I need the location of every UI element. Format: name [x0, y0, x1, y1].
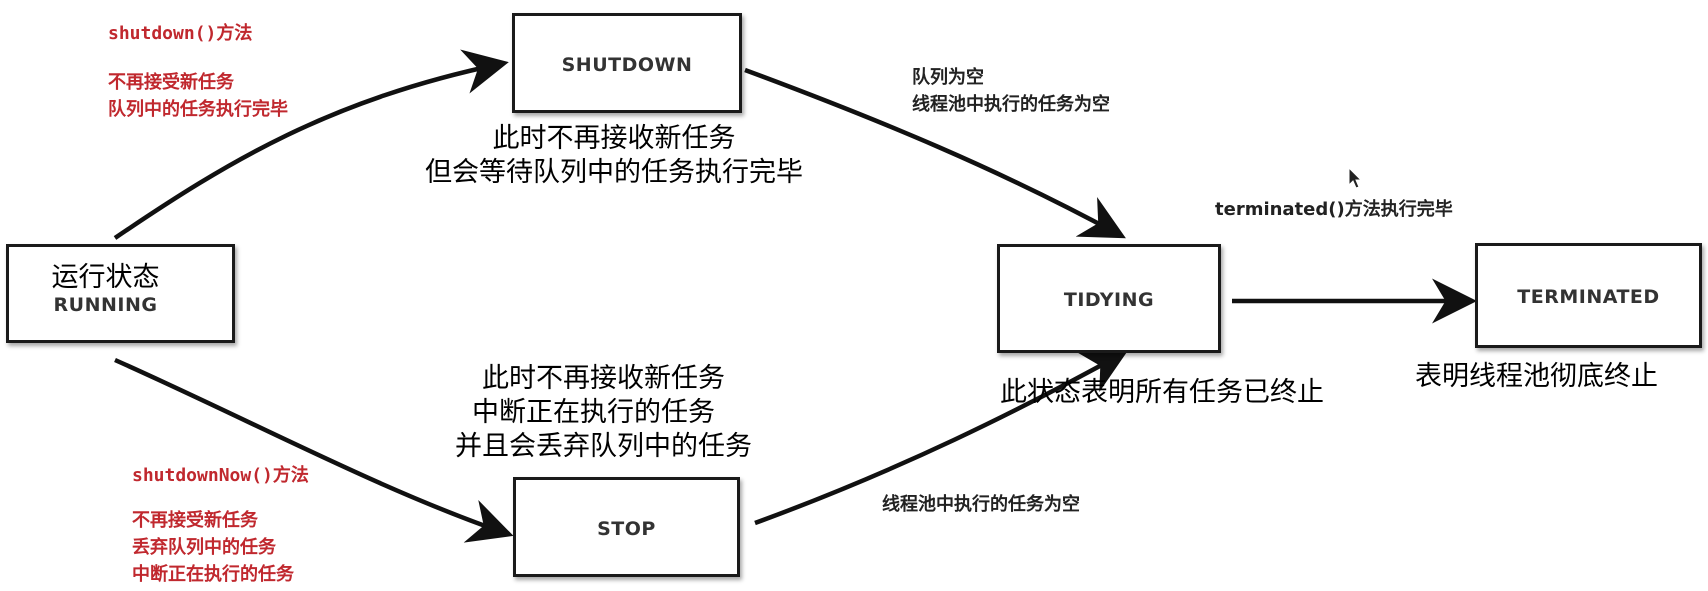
state-running: 运行状态 RUNNING	[6, 244, 235, 343]
state-shutdown-label: SHUTDOWN	[561, 54, 693, 76]
note-stop-pool-tasks-empty: 线程池中执行的任务为空	[882, 494, 1080, 515]
state-running-label: RUNNING	[53, 294, 158, 316]
note-shutdown-method: shutdown()方法 不再接受新任务 队列中的任务执行完毕	[108, 20, 288, 123]
mouse-cursor-icon	[1348, 167, 1363, 189]
note-shutdownnow-title: shutdownNow()方法	[132, 465, 309, 486]
note-shutdownnow-line1: 不再接受新任务	[132, 510, 258, 531]
caption-stop-line1: 此时不再接收新任务	[482, 363, 725, 394]
state-tidying-label: TIDYING	[1063, 289, 1155, 311]
note-shutdownnow-line3: 中断正在执行的任务	[132, 564, 294, 585]
arrow-running-to-stop	[114, 357, 514, 543]
caption-terminated: 表明线程池彻底终止	[1415, 360, 1658, 394]
note-tidying-to-terminated: terminated()方法执行完毕	[1215, 196, 1453, 223]
note-shutdown-line2: 队列中的任务执行完毕	[108, 99, 288, 120]
note-shutdown-to-tidying: 队列为空 线程池中执行的任务为空	[912, 64, 1110, 118]
note-stop-to-tidying: 线程池中执行的任务为空	[882, 491, 1080, 518]
arrow-shutdown-to-tidying	[744, 67, 1126, 239]
arrow-stop-to-tidying	[754, 350, 1128, 526]
state-tidying: TIDYING	[997, 244, 1221, 353]
caption-shutdown: 此时不再接收新任务 但会等待队列中的任务执行完毕	[425, 122, 803, 190]
caption-terminated-line1: 表明线程池彻底终止	[1415, 361, 1658, 392]
note-shutdown-title: shutdown()方法	[108, 23, 253, 44]
caption-shutdown-line1: 此时不再接收新任务	[492, 123, 736, 154]
note-queue-empty: 队列为空	[912, 67, 984, 88]
state-running-cn: 运行状态	[51, 262, 160, 293]
state-terminated: TERMINATED	[1475, 243, 1702, 348]
caption-stop-line2: 中断正在执行的任务	[472, 397, 715, 428]
caption-tidying-line1: 此状态表明所有任务已终止	[1000, 377, 1324, 408]
state-shutdown: SHUTDOWN	[512, 13, 742, 113]
caption-shutdown-line2: 但会等待队列中的任务执行完毕	[425, 157, 803, 188]
state-stop-label: STOP	[597, 518, 656, 540]
note-terminated-method: terminated()方法执行完毕	[1215, 199, 1453, 220]
note-shutdownnow-line2: 丢弃队列中的任务	[132, 537, 276, 558]
note-pool-tasks-empty: 线程池中执行的任务为空	[912, 94, 1110, 115]
arrow-running-to-shutdown	[113, 49, 509, 240]
caption-stop-line3: 并且会丢弃队列中的任务	[455, 431, 752, 462]
note-shutdown-line1: 不再接受新任务	[108, 72, 234, 93]
note-shutdownnow-method: shutdownNow()方法 不再接受新任务 丢弃队列中的任务 中断正在执行的…	[132, 462, 309, 588]
caption-tidying: 此状态表明所有任务已终止	[1000, 376, 1324, 410]
state-terminated-label: TERMINATED	[1517, 286, 1660, 308]
caption-stop: 此时不再接收新任务 中断正在执行的任务 并且会丢弃队列中的任务	[455, 362, 752, 464]
state-stop: STOP	[513, 477, 740, 577]
